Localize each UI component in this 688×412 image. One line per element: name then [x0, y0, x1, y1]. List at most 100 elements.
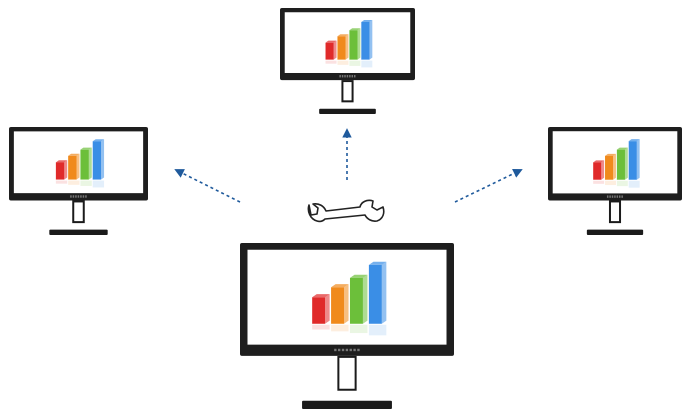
- bezel-button: [345, 348, 349, 352]
- chart-bar-side: [601, 160, 605, 180]
- chart-bar-top: [593, 160, 605, 163]
- chart-bar-top: [337, 34, 349, 37]
- chart-bar-reflection: [312, 324, 330, 330]
- chart-bar-reflection: [616, 180, 628, 187]
- bezel-button: [619, 195, 621, 198]
- arrow-to-right-monitor: [454, 169, 523, 203]
- chart-bar-top: [361, 19, 373, 22]
- chart-bar-side: [624, 147, 628, 180]
- bar-chart-icon: [593, 139, 640, 188]
- chart-bar: [80, 149, 89, 180]
- chart-bar: [92, 141, 102, 180]
- chart-bar-reflection: [349, 324, 368, 334]
- bar-chart-icon: [55, 139, 105, 188]
- chart-bar: [312, 297, 326, 324]
- chart-bar-side: [101, 139, 105, 180]
- bezel-button: [77, 195, 80, 198]
- chart-bar-reflection: [337, 60, 349, 65]
- bezel-button: [609, 195, 611, 198]
- chart-bar-top: [605, 153, 616, 156]
- chart-bar: [616, 149, 625, 180]
- chart-bar-side: [636, 139, 640, 180]
- monitor-top-graphic: [280, 8, 415, 114]
- chart-bar: [325, 42, 334, 60]
- chart-bar-reflection: [361, 60, 373, 68]
- monitor-right-graphic: [548, 127, 682, 235]
- chart-bar-side: [613, 153, 616, 180]
- chart-bar: [628, 141, 637, 180]
- chart-bar: [55, 162, 65, 180]
- bezel-button: [344, 75, 346, 78]
- chart-bar-top: [616, 147, 628, 150]
- bezel-button: [334, 348, 337, 352]
- chart-bar-reflection: [92, 180, 105, 188]
- monitor-neck-inner: [339, 357, 355, 389]
- chart-bar-side: [345, 34, 349, 60]
- chart-bar-reflection: [80, 180, 92, 186]
- bezel-button: [72, 195, 75, 198]
- monitor-left: [9, 127, 148, 235]
- monitor-base: [586, 229, 644, 235]
- bezel-button: [349, 75, 351, 78]
- monitor-neck-inner: [343, 82, 352, 101]
- bezel-button: [341, 348, 345, 352]
- bezel-button: [621, 195, 623, 198]
- bezel-button: [339, 75, 341, 78]
- chart-bar-reflection: [349, 60, 361, 66]
- chart-bar: [593, 162, 602, 180]
- chart-bar: [605, 155, 614, 180]
- monitor-neck-inner: [74, 202, 83, 222]
- bezel-button: [611, 195, 614, 198]
- monitor-center-graphic: [240, 243, 454, 409]
- chart-bar-reflection: [325, 60, 337, 64]
- chart-bar-reflection: [68, 180, 80, 185]
- chart-bar-side: [381, 261, 387, 324]
- arrow-to-left-monitor: [174, 169, 241, 203]
- bezel-button: [85, 195, 87, 198]
- chart-bar-top: [92, 139, 105, 142]
- bezel-button: [606, 195, 609, 198]
- monitor-base: [49, 229, 108, 235]
- bezel-button: [346, 75, 349, 78]
- chart-bar-side: [344, 284, 349, 324]
- chart-bar-reflection: [331, 324, 349, 332]
- chart-bar-top: [55, 160, 68, 163]
- chart-bar-side: [76, 153, 80, 180]
- chart-bar-top: [628, 139, 640, 142]
- chart-bar-reflection: [368, 324, 387, 336]
- monitor-right: [548, 127, 682, 235]
- chart-bar-top: [349, 274, 368, 278]
- chart-bar-reflection: [55, 180, 68, 184]
- chart-bar-top: [368, 261, 387, 265]
- monitor-top: [280, 8, 415, 114]
- chart-bar-side: [64, 160, 68, 180]
- bezel-button: [357, 348, 360, 352]
- bezel-button: [614, 195, 616, 198]
- bezel-button: [70, 195, 72, 198]
- chart-bar-top: [68, 153, 80, 156]
- bezel-button: [351, 75, 354, 78]
- chart-bar-top: [331, 284, 349, 288]
- monitor-center: [240, 243, 454, 409]
- bezel-button: [341, 75, 344, 78]
- chart-bar: [331, 287, 345, 324]
- bezel-button: [75, 195, 77, 198]
- bezel-button: [338, 348, 341, 352]
- monitor-neck-inner: [610, 202, 620, 222]
- monitor-left-graphic: [9, 127, 148, 235]
- bezel-button: [353, 348, 356, 352]
- chart-bar-reflection: [628, 180, 640, 188]
- chart-bar: [361, 21, 370, 60]
- bezel-button: [349, 348, 352, 352]
- bar-chart-icon: [312, 261, 387, 336]
- chart-bar-side: [325, 294, 330, 324]
- wrench-icon: [303, 195, 387, 236]
- chart-bar-reflection: [605, 180, 616, 186]
- bezel-button: [616, 195, 619, 198]
- chart-bar: [349, 277, 363, 324]
- chart-bar-top: [80, 147, 92, 150]
- chart-bar-top: [312, 294, 330, 298]
- chart-bar-top: [325, 40, 337, 43]
